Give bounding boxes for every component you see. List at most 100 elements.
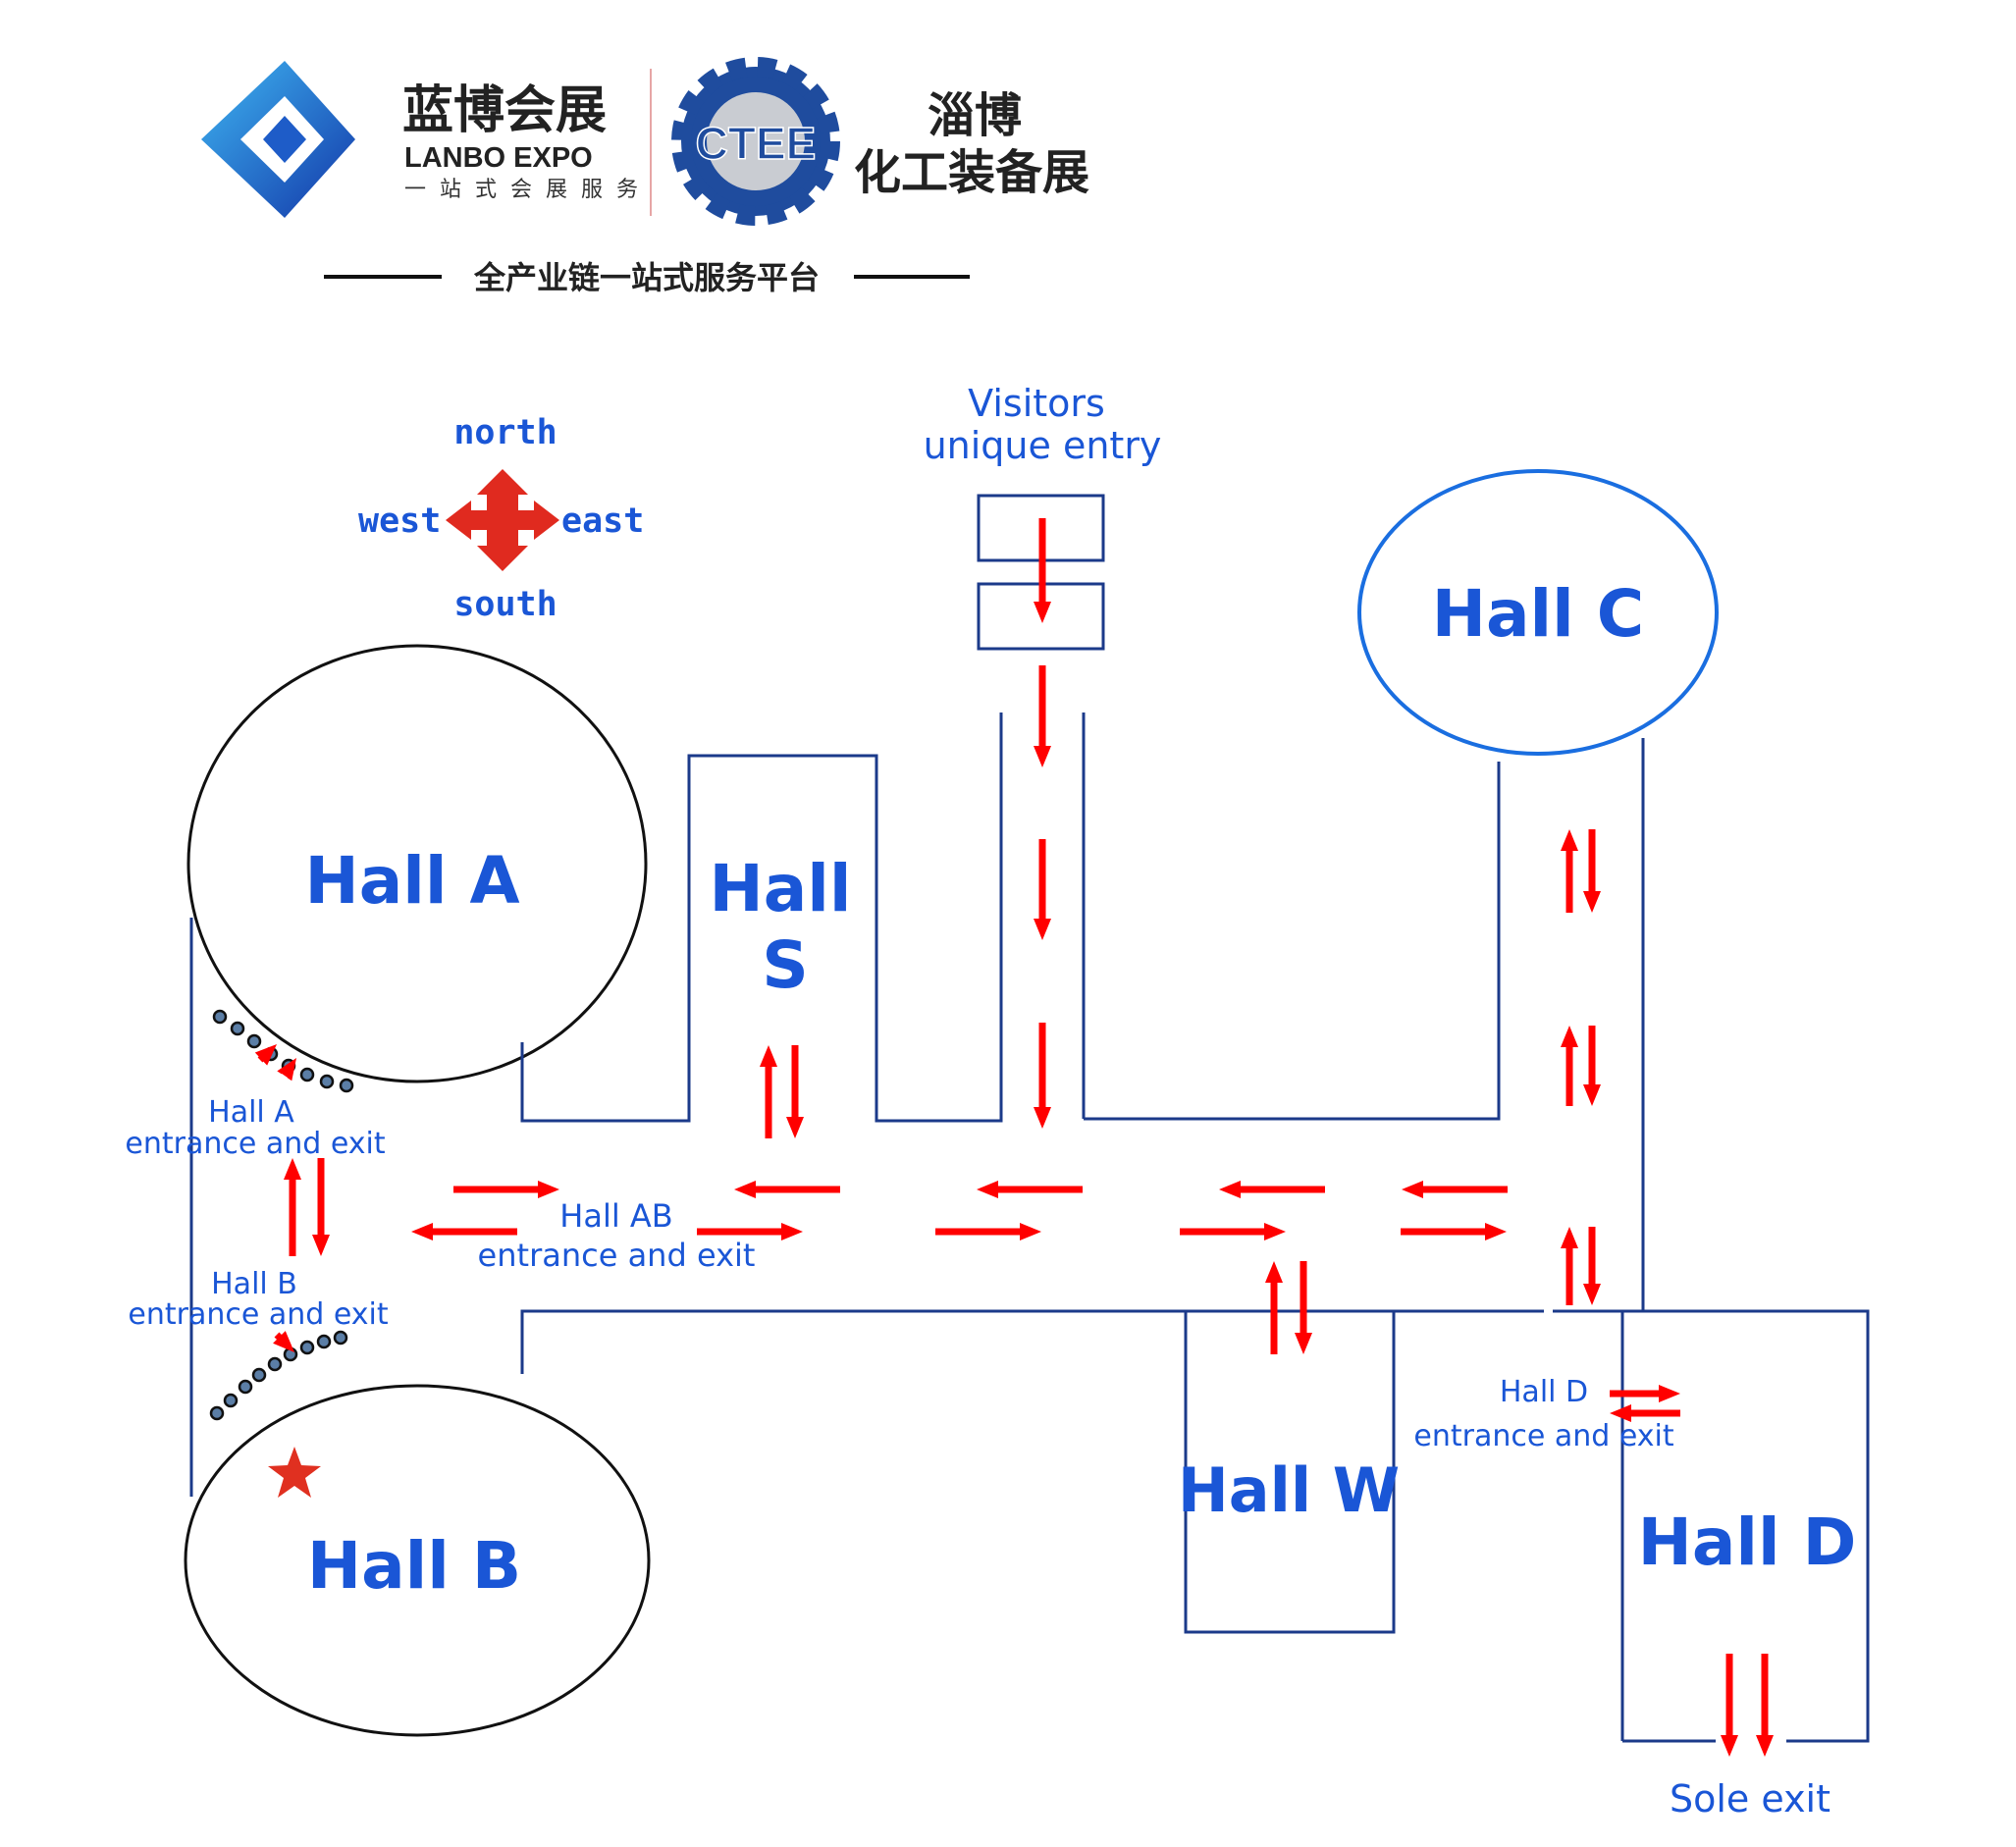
- hall-d-arrow-west: [1610, 1404, 1680, 1422]
- hall-b-entrance-label-line1: Hall B: [211, 1267, 297, 1301]
- hall-w-outline: [1184, 1309, 1396, 1634]
- north-corridor-wall: [1084, 762, 1501, 1121]
- hall-a-turnstiles: [212, 1009, 354, 1093]
- entrance-labels: Hall A entrance and exit Hall B entrance…: [125, 1095, 1830, 1821]
- flow-arrows: [254, 518, 1774, 1757]
- compass-north-label: north: [453, 413, 557, 452]
- ctee-badge-text: CTEE: [696, 118, 817, 169]
- sole-exit-arrow-2: [1756, 1654, 1774, 1757]
- lanbo-subtitle: 一站式会展服务: [404, 178, 652, 202]
- hall-b-gate-arrow: [273, 1331, 294, 1352]
- tagline: 全产业链一站式服务平台: [324, 259, 970, 296]
- hall-b-turnstile-icon: [238, 1379, 253, 1395]
- hall-c-arrow-up-2: [1561, 1026, 1578, 1106]
- hall-s-arrow-down: [786, 1045, 804, 1138]
- lanbo-cn-name: 蓝博会展: [402, 81, 607, 140]
- entry-label-line1: Visitors: [968, 382, 1105, 425]
- hall-a-turnstile-icon: [230, 1021, 245, 1036]
- star-icon: [268, 1447, 321, 1498]
- hall-b-turnstile-icon: [209, 1405, 225, 1421]
- corridor-arrow-east-2: [935, 1223, 1041, 1240]
- hall-a-entrance-label-line1: Hall A: [208, 1095, 294, 1130]
- corridor-arrow-east-1: [697, 1223, 803, 1240]
- hall-d: Hall D: [1638, 1504, 1857, 1580]
- corridor-arrow-east-3: [1180, 1223, 1286, 1240]
- hall-d-wall: [1620, 1309, 1870, 1743]
- hall-a-gate-arrow-1: [254, 1044, 277, 1066]
- hall-s-label-line2: S: [762, 927, 809, 1003]
- hall-ab-entrance-label-line2: entrance and exit: [478, 1237, 756, 1274]
- entry-arrow-down-1: [1034, 518, 1051, 623]
- hall-d-arrow-east: [1610, 1385, 1680, 1402]
- hall-ab-entrance-label-line1: Hall AB: [559, 1197, 672, 1235]
- hall-a-turnstile-icon: [319, 1074, 335, 1089]
- corridor-arrow-west-lower: [411, 1223, 517, 1240]
- hall-a-entrance-label-line2: entrance and exit: [125, 1127, 385, 1161]
- tagline-text: 全产业链一站式服务平台: [473, 259, 820, 296]
- hall-b-label: Hall B: [307, 1528, 521, 1604]
- hall-b-outline: [184, 1384, 651, 1737]
- hall-c-arrow-up-1: [1561, 829, 1578, 913]
- hall-b-entrance-label-line2: entrance and exit: [128, 1297, 388, 1332]
- west-corridor-arrow-up: [284, 1158, 301, 1256]
- south-corridor-wall: [520, 1309, 1235, 1374]
- compass: north south west east: [358, 413, 644, 624]
- compass-cross-icon: [446, 469, 559, 571]
- entry-arrow-down-4: [1034, 1023, 1051, 1129]
- ctee-title-line1: 淄博: [928, 88, 1022, 143]
- ctee-title-line2: 化工装备展: [854, 145, 1089, 200]
- hall-a-turnstile-icon: [299, 1067, 315, 1082]
- corridor-arrow-east-4: [1401, 1223, 1507, 1240]
- hall-s-arrow-up: [760, 1045, 777, 1138]
- entry-arrow-down-3: [1034, 839, 1051, 940]
- entry-arrow-down-2: [1034, 665, 1051, 767]
- hall-b-turnstile-icon: [251, 1367, 267, 1383]
- hall-s: Hall S: [709, 851, 851, 1003]
- hall-s-building-wall: [520, 712, 1003, 1123]
- sole-exit-label: Sole exit: [1670, 1777, 1830, 1821]
- hall-a-turnstile-icon: [246, 1033, 262, 1049]
- corridor-walls: [189, 712, 1870, 1743]
- gear-icon: [671, 57, 840, 226]
- hall-d-label: Hall D: [1638, 1504, 1857, 1580]
- hall-b: Hall B: [184, 1384, 651, 1737]
- corridor-arrow-west-3: [977, 1181, 1083, 1198]
- compass-west-label: west: [358, 501, 441, 541]
- hall-a-outline: [186, 644, 648, 1083]
- compass-east-label: east: [561, 501, 644, 541]
- corridor-arrow-west-4: [734, 1181, 840, 1198]
- hall-c-outline: [1357, 469, 1719, 756]
- corridor-arrow-west-1: [1402, 1181, 1508, 1198]
- hall-w-arrow-up: [1265, 1261, 1283, 1354]
- compass-south-label: south: [453, 585, 557, 624]
- west-corridor-arrow-down: [312, 1158, 330, 1256]
- hall-d-entrance-label-line2: entrance and exit: [1413, 1419, 1673, 1453]
- hall-c-arrow-down-1: [1583, 829, 1601, 913]
- corridor-arrow-west-2: [1219, 1181, 1325, 1198]
- entry-label-line2: unique entry: [924, 424, 1162, 467]
- hall-a: Hall A: [186, 644, 648, 1083]
- hall-w-arrow-down: [1295, 1261, 1312, 1354]
- hall-b-turnstile-icon: [299, 1340, 315, 1355]
- ctee-logo: CTEE 淄博 化工装备展: [671, 57, 1089, 226]
- visitor-entry: Visitors unique entry: [924, 382, 1162, 651]
- hall-b-turnstile-icon: [333, 1330, 348, 1346]
- hall-c: Hall C: [1357, 469, 1719, 756]
- lanbo-en-name: LANBO EXPO: [404, 142, 593, 174]
- sole-exit-arrow-1: [1721, 1654, 1738, 1757]
- hall-w-label: Hall W: [1178, 1454, 1400, 1526]
- lanbo-diamond-icon: [201, 61, 355, 218]
- hall-c-label: Hall C: [1432, 576, 1644, 652]
- hall-d-entrance-label-line1: Hall D: [1500, 1375, 1588, 1409]
- hall-b-turnstile-icon: [316, 1334, 332, 1349]
- lanbo-logo: 蓝博会展 LANBO EXPO 一站式会展服务: [201, 61, 652, 218]
- hall-c-arrow-up-3: [1561, 1227, 1578, 1305]
- hall-a-turnstile-icon: [212, 1009, 228, 1025]
- hall-s-label-line1: Hall: [709, 851, 851, 926]
- corridor-arrow-east-upper: [453, 1181, 559, 1198]
- hall-c-arrow-down-3: [1583, 1227, 1601, 1305]
- hall-a-turnstile-icon: [339, 1078, 354, 1093]
- hall-b-turnstile-icon: [223, 1393, 239, 1408]
- hall-c-arrow-down-2: [1583, 1026, 1601, 1106]
